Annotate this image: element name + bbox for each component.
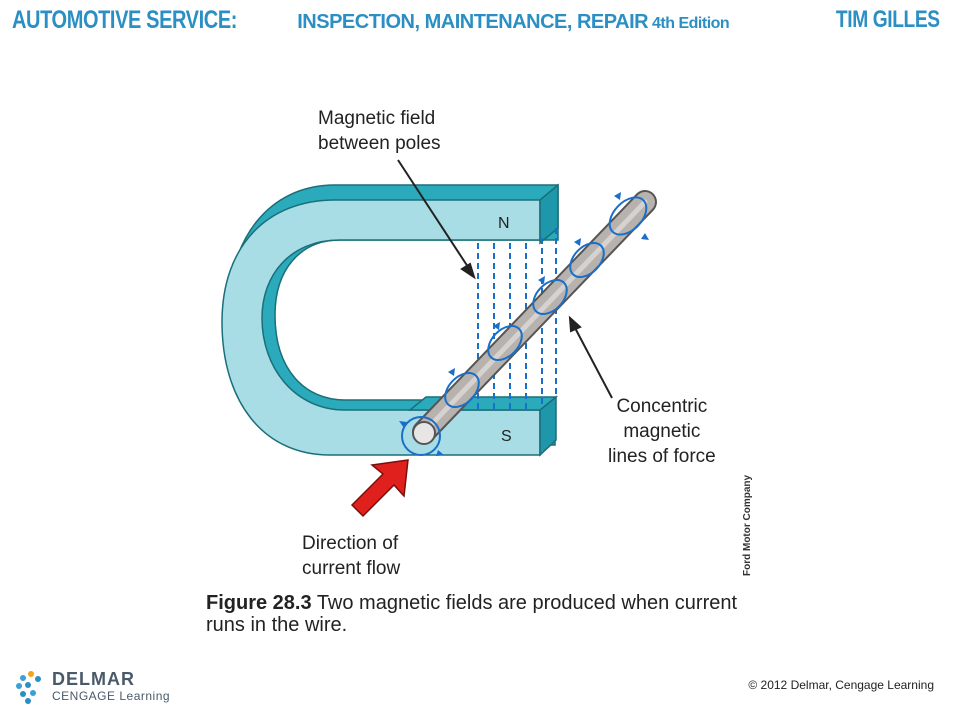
wire-end: [412, 421, 436, 445]
label-concentric-lines: Concentric magnetic lines of force: [608, 394, 716, 469]
label-line: magnetic: [623, 421, 701, 442]
current-direction-arrow: [350, 459, 409, 518]
concentric-field-circles: [401, 196, 648, 456]
logo-sub: CENGAGE Learning: [52, 689, 171, 703]
figure-number: Figure 28.3: [206, 592, 312, 614]
label-line: lines of force: [608, 446, 716, 467]
logo-name: DELMAR: [52, 669, 135, 689]
title-edition: 4th Edition: [652, 15, 730, 32]
figure-caption: Figure 28.3 Two magnetic fields are prod…: [206, 592, 766, 636]
figure-caption-text: Two magnetic fields are produced when cu…: [206, 592, 738, 636]
image-credit: Ford Motor Company: [742, 474, 753, 576]
copyright: © 2012 Delmar, Cengage Learning: [748, 678, 934, 692]
label-line: current flow: [302, 558, 401, 579]
wire-highlight: [427, 199, 648, 429]
north-pole-top: [539, 183, 559, 245]
callout-arrows: [397, 159, 613, 399]
label-field-between-poles: Magnetic field between poles: [318, 106, 441, 156]
title-main: AUTOMOTIVE SERVICE:: [12, 6, 238, 34]
title-sub: INSPECTION, MAINTENANCE, REPAIR: [297, 11, 649, 33]
publisher-logo: DELMAR CENGAGE Learning: [14, 668, 184, 708]
label-line: Direction of: [302, 533, 399, 554]
label-line: Magnetic field: [318, 108, 436, 129]
circle-arrowheads: [399, 192, 649, 456]
logo-mark-icon: [16, 671, 41, 704]
north-pole-label: N: [498, 215, 510, 232]
south-pole-label: S: [501, 428, 512, 445]
author-name: TIM GILLES: [836, 6, 940, 33]
label-line: Concentric: [616, 396, 708, 417]
label-line: between poles: [318, 133, 441, 154]
magnet-face: [221, 199, 541, 456]
label-current-direction: Direction of current flow: [302, 531, 400, 581]
slide-title: AUTOMOTIVE SERVICE: INSPECTION, MAINTENA…: [12, 6, 730, 34]
